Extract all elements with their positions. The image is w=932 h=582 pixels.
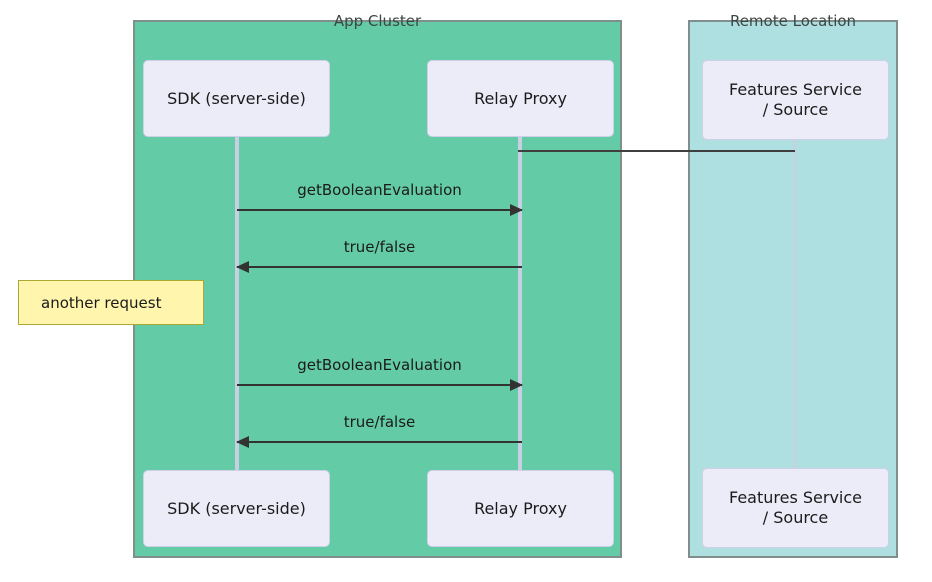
participant-features-service-bottom-label: Features Service / Source <box>729 488 862 528</box>
arrowhead-right-icon <box>510 379 523 391</box>
message-label-4: true/false <box>343 413 416 431</box>
participant-sdk-top[interactable]: SDK (server-side) <box>143 60 330 137</box>
participant-relay-proxy-top-label: Relay Proxy <box>474 88 567 108</box>
participant-relay-proxy-top[interactable]: Relay Proxy <box>427 60 614 137</box>
message-arrow-2 <box>236 261 522 273</box>
message-arrow-4 <box>236 436 522 448</box>
lifeline-features-service <box>793 140 797 470</box>
note-another-request-label: another request <box>41 293 162 312</box>
relay-to-features-connector <box>518 150 795 152</box>
participant-sdk-bottom-label: SDK (server-side) <box>167 498 306 518</box>
participant-relay-proxy-bottom[interactable]: Relay Proxy <box>427 470 614 547</box>
participant-sdk-bottom[interactable]: SDK (server-side) <box>143 470 330 547</box>
message-label-1: getBooleanEvaluation <box>297 181 462 199</box>
group-label-app-cluster: App Cluster <box>333 12 422 30</box>
message-arrow-3 <box>237 379 523 391</box>
participant-features-service-top[interactable]: Features Service / Source <box>702 60 889 140</box>
arrowhead-left-icon <box>236 436 249 448</box>
message-label-2: true/false <box>343 238 416 256</box>
participant-features-service-top-label: Features Service / Source <box>729 80 862 120</box>
message-arrow-1 <box>237 204 523 216</box>
features-service-line-2: / Source <box>762 100 829 119</box>
features-service-line-2: / Source <box>762 508 829 527</box>
features-service-line-1: Features Service <box>728 488 862 507</box>
arrowhead-right-icon <box>510 204 523 216</box>
participant-relay-proxy-bottom-label: Relay Proxy <box>474 498 567 518</box>
participant-features-service-bottom[interactable]: Features Service / Source <box>702 468 889 548</box>
group-label-remote-location: Remote Location <box>729 12 857 30</box>
arrowhead-left-icon <box>236 261 249 273</box>
participant-sdk-top-label: SDK (server-side) <box>167 88 306 108</box>
note-another-request: another request <box>18 280 204 325</box>
message-label-3: getBooleanEvaluation <box>297 356 462 374</box>
lifeline-sdk <box>235 135 239 470</box>
features-service-line-1: Features Service <box>728 80 862 99</box>
lifeline-relay-proxy <box>518 135 522 470</box>
